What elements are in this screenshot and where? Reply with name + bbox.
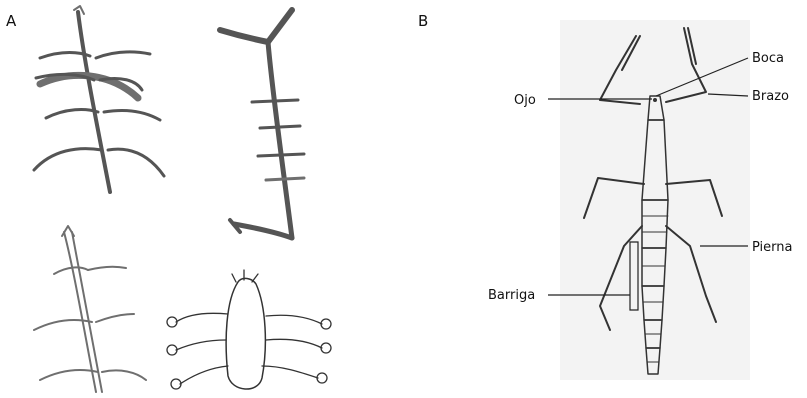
label-pierna: Pierna: [752, 240, 793, 255]
panel-a-letter: A: [6, 12, 17, 30]
label-boca: Boca: [752, 51, 784, 66]
child-drawing-2: [220, 10, 304, 238]
child-drawing-3: [34, 226, 146, 392]
child-drawing-4: [167, 270, 331, 389]
child-drawing-1: [34, 6, 164, 192]
stick-insect-illustration: [560, 20, 750, 380]
panel-b-letter: B: [418, 12, 428, 30]
label-ojo: Ojo: [514, 93, 536, 108]
label-barriga: Barriga: [488, 288, 535, 303]
label-brazo: Brazo: [752, 89, 789, 104]
